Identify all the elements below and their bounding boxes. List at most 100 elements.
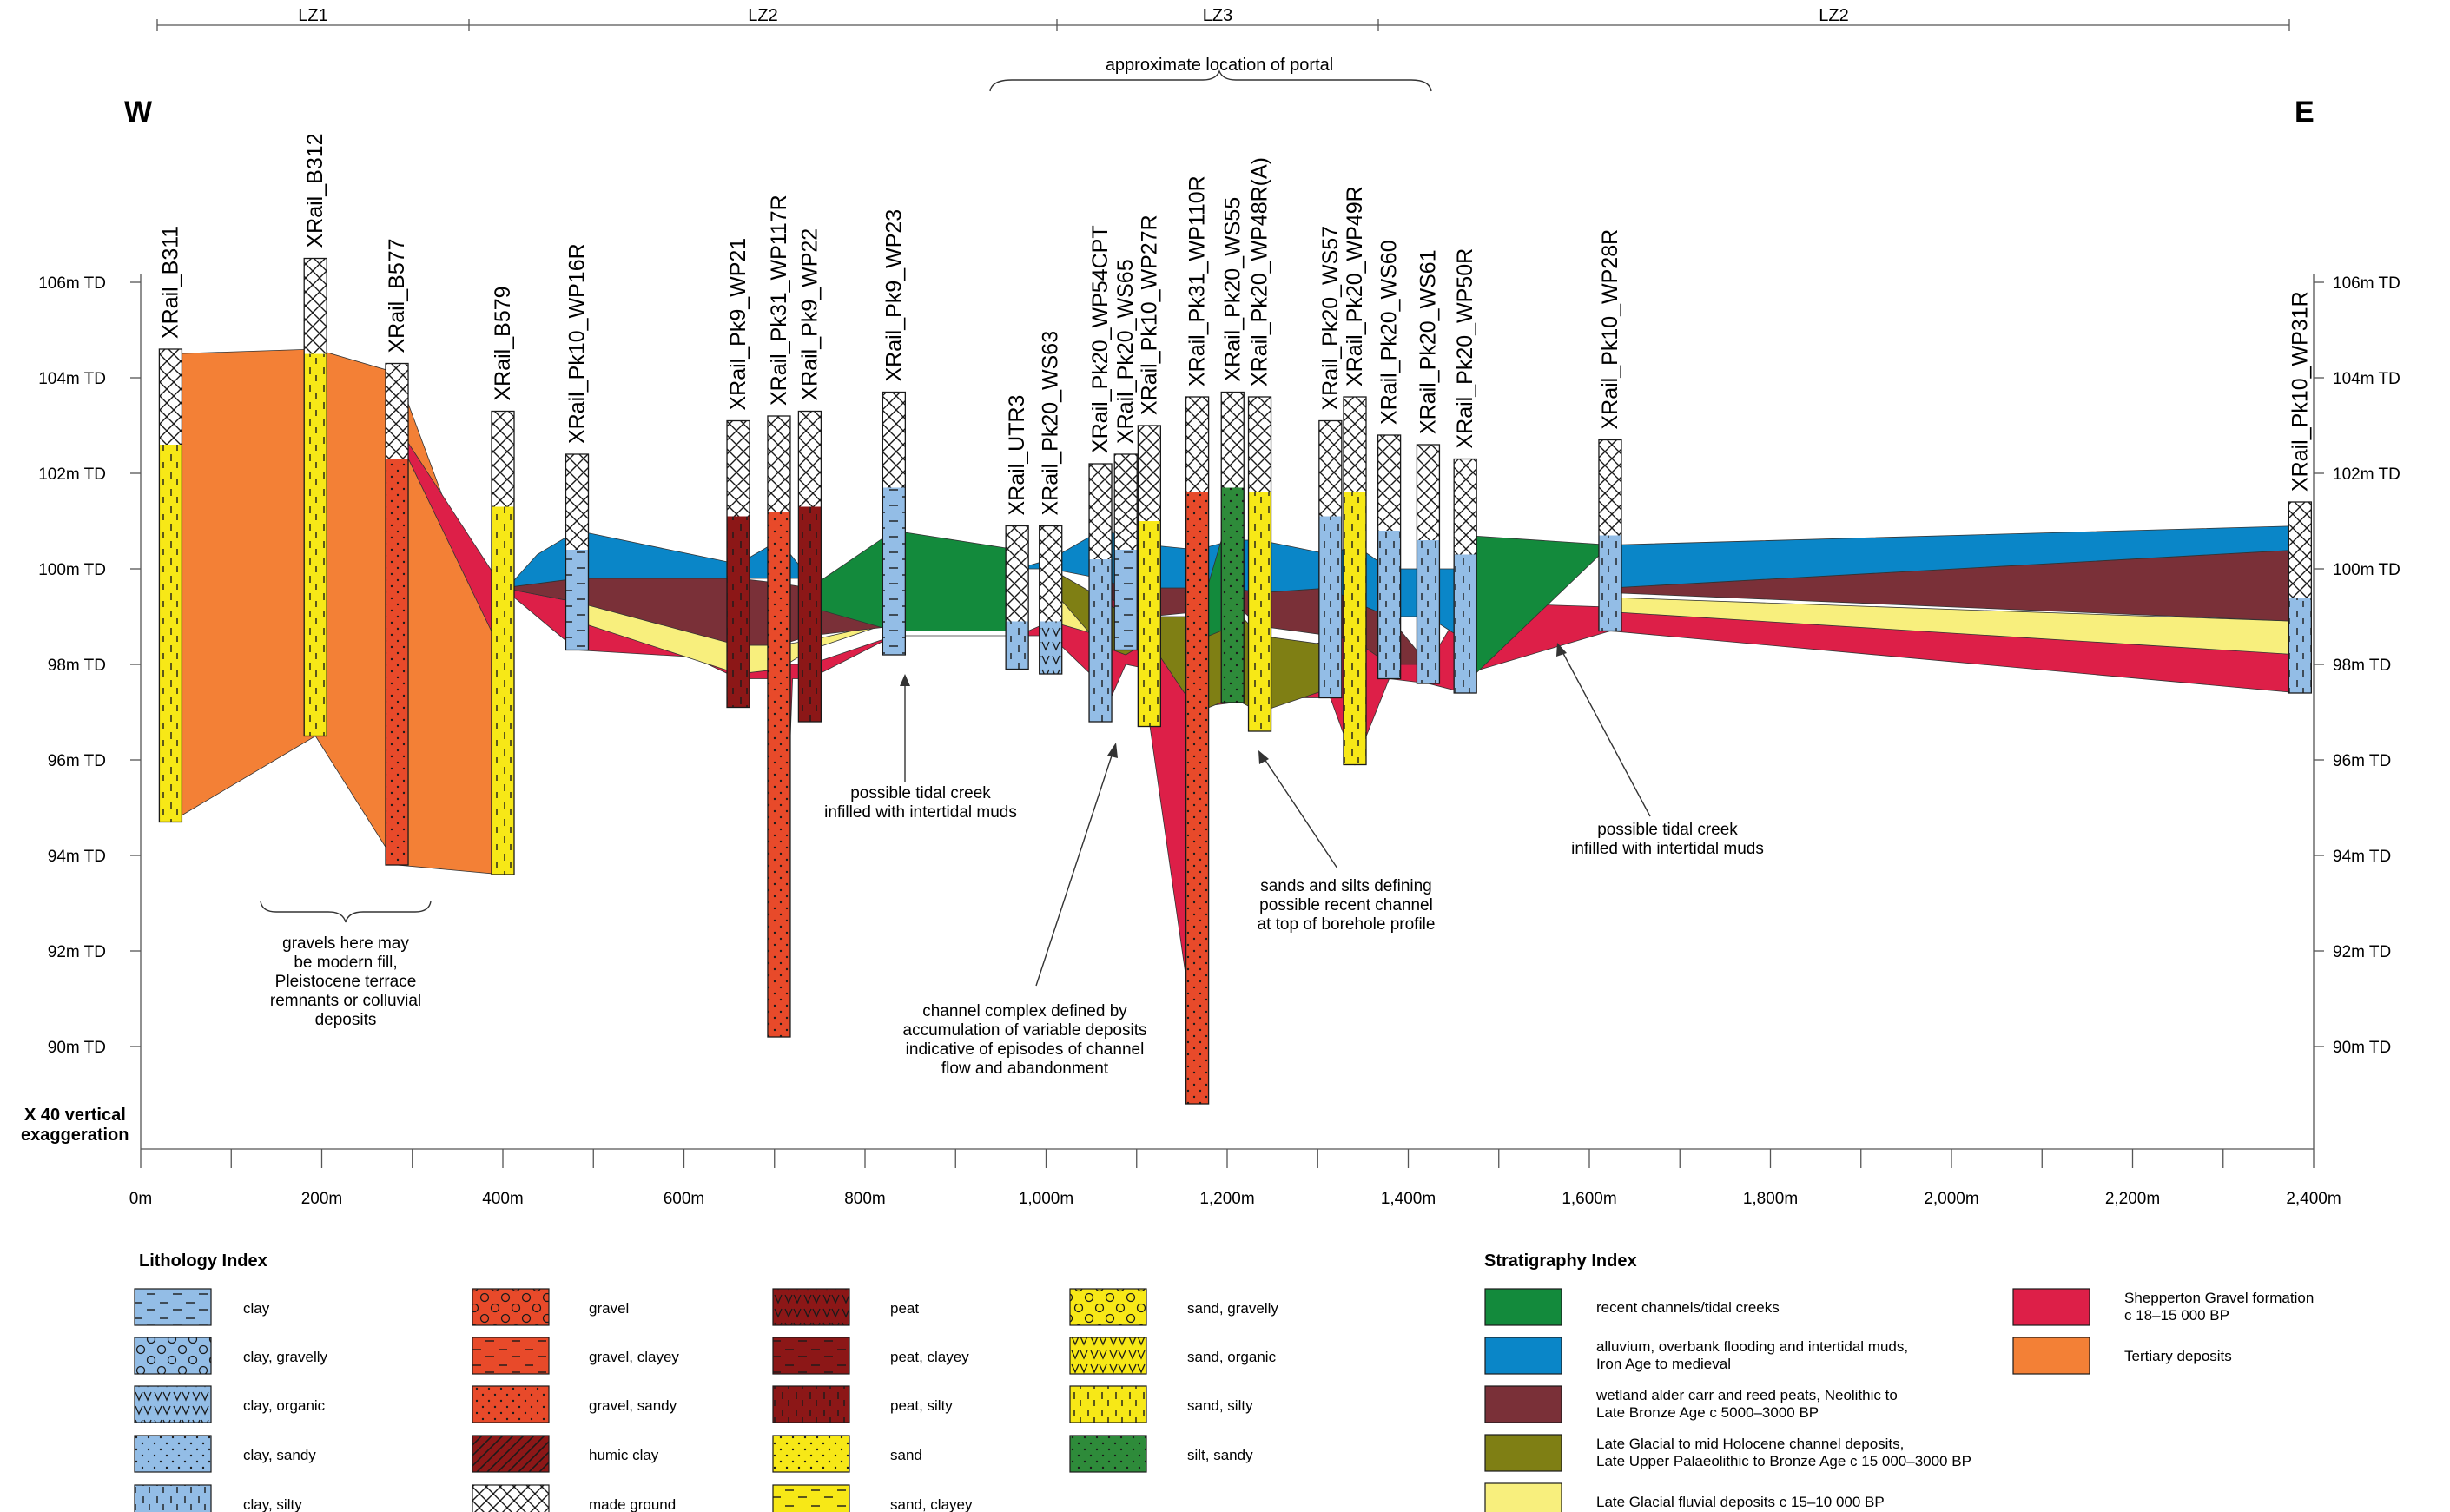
borehole-outline — [491, 410, 515, 875]
lithology-item-label: peat, clayey — [890, 1349, 969, 1365]
stratigraphy-item-label: Late Glacial fluvial deposits c 15–10 00… — [1596, 1494, 1885, 1510]
lithology-swatch-pattern — [1069, 1435, 1147, 1473]
lithology-item: gravel, sandy — [472, 1385, 677, 1423]
borehole-XRail_B577: XRail_B577 — [385, 238, 409, 866]
lithology-pattern — [1318, 516, 1342, 698]
lithology-item-label: peat — [890, 1300, 919, 1317]
y-tick-label-left: 92m TD — [48, 943, 106, 961]
zone-label-1: LZ1 — [298, 6, 327, 25]
borehole-XRail_Pk20_WS63: XRail_Pk20_WS63 — [1039, 331, 1063, 675]
lithology-item: clay, sandy — [134, 1435, 316, 1473]
borehole-outline — [385, 362, 409, 866]
lithology-item: sand, organic — [1069, 1337, 1277, 1375]
east-label: E — [2295, 96, 2315, 129]
borehole-outline — [797, 410, 822, 723]
lithology-item: clay, silty — [134, 1484, 302, 1512]
stratigraphy-swatch — [1484, 1337, 1562, 1375]
lithology-pattern — [1248, 492, 1271, 731]
made-ground-pattern — [1454, 459, 1477, 555]
y-tick-label-right: 94m TD — [2333, 848, 2391, 866]
lithology-pattern — [1185, 492, 1209, 1104]
made-ground-pattern — [2288, 502, 2312, 598]
borehole-XRail_Pk20_WP48R(A): XRail_Pk20_WP48R(A) — [1248, 157, 1272, 732]
lithology-item: sand — [772, 1435, 922, 1473]
borehole-label: XRail_Pk20_WS61 — [1416, 249, 1440, 434]
borehole-XRail_B311: XRail_B311 — [158, 226, 182, 823]
lithology-item-label: clay, sandy — [243, 1447, 316, 1463]
lithology-pattern — [798, 506, 822, 722]
made-ground-pattern — [1377, 435, 1401, 531]
borehole-XRail_Pk20_WS61: XRail_Pk20_WS61 — [1416, 249, 1440, 684]
made-ground-pattern — [1221, 392, 1245, 488]
exaggeration-line1: X 40 vertical — [24, 1106, 126, 1125]
borehole-outline — [303, 257, 327, 737]
lithology-title: Lithology Index — [139, 1251, 267, 1271]
borehole-label: XRail_Pk10_WP16R — [565, 243, 589, 444]
borehole-label: XRail_UTR3 — [1005, 395, 1029, 516]
lithology-item-label: gravel — [589, 1300, 629, 1317]
lithology-swatch-pattern — [772, 1288, 850, 1326]
made-ground-pattern — [1343, 397, 1366, 492]
x-tick-label: 1,800m — [1743, 1190, 1798, 1208]
stratigraphy-item-label: wetland alder carr and reed peats, Neoli… — [1595, 1387, 1898, 1421]
borehole-XRail_Pk31_WP117R: XRail_Pk31_WP117R — [767, 195, 791, 1038]
annotation-line: indicative of episodes of channel — [906, 1040, 1145, 1059]
annotation-line: at top of borehole profile — [1258, 915, 1436, 934]
borehole-XRail_UTR3: XRail_UTR3 — [1005, 395, 1029, 670]
borehole-XRail_B312: XRail_B312 — [303, 133, 327, 737]
stratigraphy-title: Stratigraphy Index — [1484, 1251, 1637, 1271]
borehole-outline — [565, 453, 590, 651]
lithology-pattern — [727, 516, 750, 708]
made-ground-pattern — [1006, 525, 1029, 622]
y-tick-label-right: 90m TD — [2333, 1039, 2391, 1057]
borehole-label: XRail_Pk20_WP54CPT — [1088, 225, 1113, 453]
lithology-swatch-pattern — [134, 1337, 212, 1375]
lithology-pattern — [1454, 554, 1477, 693]
lithology-pattern — [1343, 492, 1366, 765]
lithology-pattern — [2288, 598, 2312, 693]
lithology-item: silt, sandy — [1069, 1435, 1253, 1473]
lithology-swatch-pattern — [1069, 1337, 1147, 1375]
borehole-XRail_Pk20_WP54CPT: XRail_Pk20_WP54CPT — [1088, 225, 1113, 723]
made-ground-pattern — [1114, 454, 1138, 550]
lithology-swatch-pattern — [472, 1435, 550, 1473]
annotation-line: gravels here may — [282, 934, 409, 953]
lithology-item-label: sand, organic — [1187, 1349, 1277, 1365]
lithology-item: clay, gravelly — [134, 1337, 327, 1375]
annotation-line: channel complex defined by — [922, 1002, 1127, 1020]
stratigraphy-item-label: recent channels/tidal creeks — [1596, 1299, 1780, 1316]
borehole-label: XRail_Pk31_WP110R — [1185, 175, 1210, 386]
lithology-item-label: clay, organic — [243, 1397, 326, 1414]
x-tick-label: 1,400m — [1381, 1190, 1436, 1208]
x-tick-label: 1,600m — [1562, 1190, 1616, 1208]
lithology-item: sand, silty — [1069, 1385, 1253, 1423]
zone-label-3: LZ3 — [1203, 6, 1232, 25]
y-tick-label-right: 102m TD — [2333, 465, 2400, 484]
lithology-pattern — [1138, 521, 1161, 727]
borehole-label: XRail_B312 — [303, 133, 327, 248]
borehole-label: XRail_B311 — [158, 226, 182, 339]
made-ground-pattern — [565, 454, 589, 550]
y-tick-label-right: 104m TD — [2333, 370, 2400, 388]
lithology-pattern — [492, 506, 514, 875]
lithology-pattern — [304, 353, 327, 736]
lithology-swatch-pattern — [134, 1288, 212, 1326]
annotation-line: remnants or colluvial — [270, 992, 421, 1010]
lithology-swatch-pattern — [472, 1337, 550, 1375]
borehole-outline — [1318, 419, 1343, 699]
stratigraphy-item-label: alluvium, overbank flooding and intertid… — [1596, 1338, 1908, 1372]
gravels-brace — [260, 901, 432, 923]
lithology-item-label: made ground — [589, 1496, 676, 1512]
stratigraphy-swatch — [2012, 1337, 2090, 1375]
y-tick-label-right: 96m TD — [2333, 752, 2391, 770]
lithology-swatch-pattern — [772, 1385, 850, 1423]
